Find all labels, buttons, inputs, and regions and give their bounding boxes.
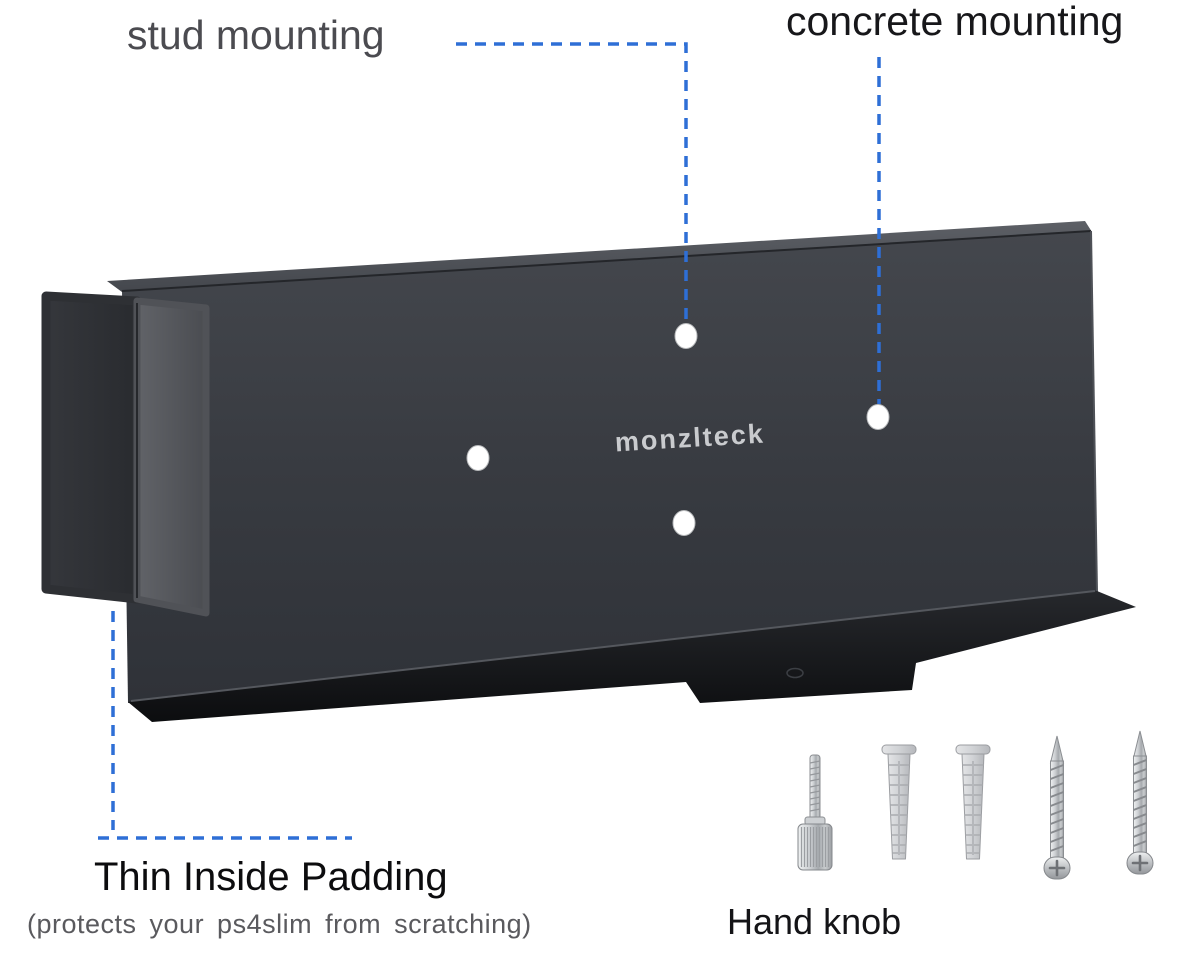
concrete-mounting-label: concrete mounting [786,0,1124,44]
padding-note-label: (protects your ps4slim from scratching) [27,909,532,939]
mounting-holes [466,323,890,536]
hand-knob-threads [809,760,821,812]
stud-mounting-label: stud mounting [127,12,385,58]
callout-lines [98,42,881,840]
side-cap-padding [133,297,210,617]
screw-2 [1125,729,1155,876]
shelf-screw-dimple [786,667,804,679]
stud-mounting-callout [456,42,688,322]
wall-anchor-1 [881,744,917,860]
mounting-hole-left [466,445,490,471]
mounting-hole-right [866,404,890,430]
hand-knob-label: Hand knob [727,901,902,942]
hand-knob-screw [797,754,833,871]
screw-1 [1042,734,1072,881]
mounting-hole-bottom [672,510,696,536]
mounting-hole-top [674,323,698,349]
hand-knob-grip [797,823,833,871]
mounting-hardware [797,729,1155,881]
hand-knob-knurling [800,827,830,867]
bracket-face [122,231,1097,703]
bracket-top-flange [107,221,1092,292]
thin-inside-padding-label: Thin Inside Padding [94,855,448,899]
bracket-shelf [128,591,1136,722]
shelf-fold-highlight [130,590,1096,702]
wall-anchor-2 [955,744,991,860]
side-cap-outer [41,291,142,604]
wall-mount-bracket: monzlteck [41,221,1136,722]
bracket-right-edge [1090,230,1098,593]
bracket-top-fold-line [121,230,1092,292]
